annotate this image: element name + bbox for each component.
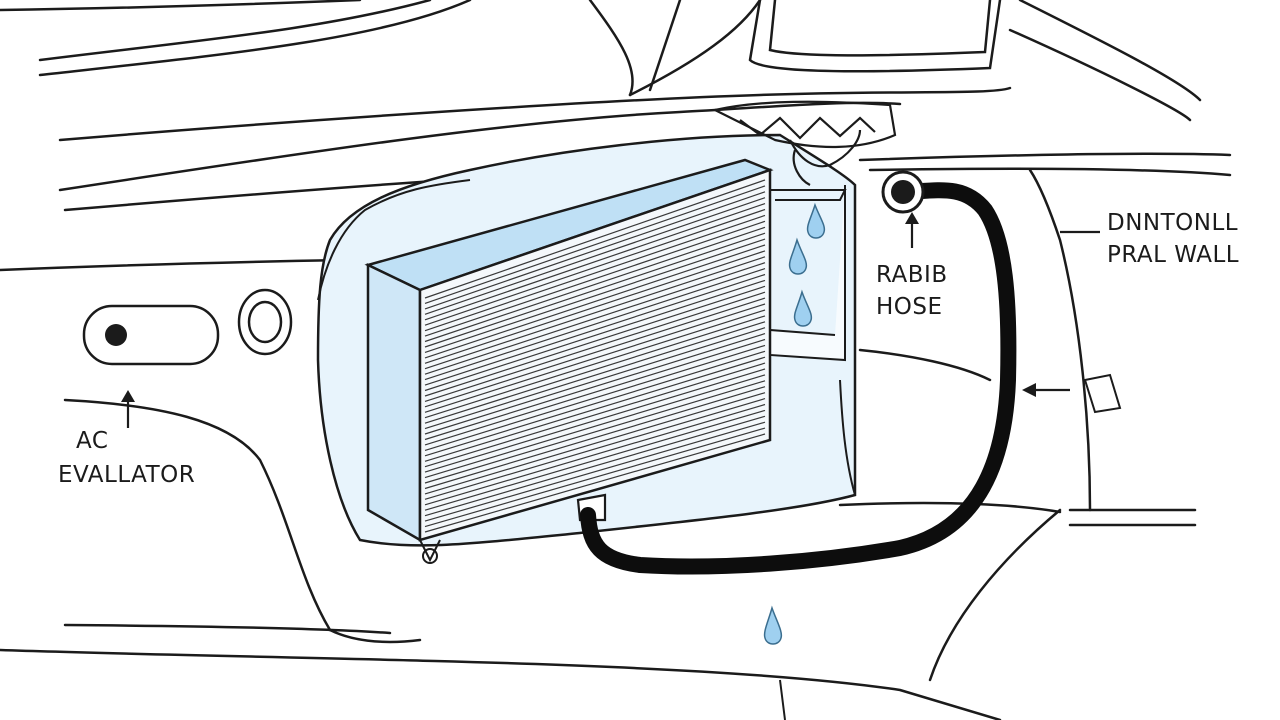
fin-line — [424, 315, 766, 424]
fin-line — [424, 203, 766, 321]
fin-line — [424, 226, 766, 343]
fin-line — [424, 291, 766, 402]
fin-line — [424, 262, 766, 375]
fin-line — [424, 244, 766, 359]
evaporator-fins — [424, 179, 766, 533]
firewall-label-line1: DNNTONLL — [1107, 210, 1239, 236]
evaporator-core — [364, 158, 774, 564]
fin-line — [424, 344, 766, 451]
water-drop-4 — [763, 605, 783, 645]
fin-line — [424, 421, 766, 522]
fin-line — [424, 327, 766, 435]
panel-tab — [1083, 373, 1122, 414]
fin-line — [424, 279, 766, 392]
fin-line — [424, 356, 766, 462]
arrow-firewall — [1022, 383, 1070, 397]
arrow-hose — [905, 212, 919, 248]
arrow-evaporator — [121, 390, 135, 428]
mount-knob — [237, 288, 293, 356]
water-drop-3 — [793, 289, 813, 327]
fin-line — [424, 256, 766, 370]
fin-line — [424, 380, 766, 484]
fin-line — [424, 338, 766, 446]
fin-line — [424, 433, 766, 533]
fin-line — [424, 208, 766, 326]
hose-label-line2: HOSE — [876, 294, 943, 320]
fin-line — [424, 250, 766, 364]
hose-label-line1: RABIB — [876, 262, 948, 288]
fin-line — [424, 427, 766, 528]
fin-line — [424, 238, 766, 353]
fin-line — [424, 398, 766, 500]
fin-line — [424, 403, 766, 506]
fin-line — [424, 232, 766, 348]
evaporator-label-line2: EVALLATOR — [58, 462, 196, 488]
blower-motor — [711, 100, 897, 186]
fin-line — [424, 197, 766, 315]
drain-hose — [580, 182, 1017, 575]
fin-line — [424, 297, 766, 408]
fin-line — [424, 321, 766, 430]
fin-line — [424, 362, 766, 468]
callout-arrows — [121, 212, 1100, 428]
fin-line — [424, 386, 766, 490]
vent-slot — [82, 304, 220, 366]
fin-line — [424, 415, 766, 517]
fin-line — [424, 374, 766, 479]
fin-line — [424, 273, 766, 386]
fin-line — [424, 303, 766, 413]
fin-line — [424, 220, 766, 337]
fin-line — [424, 350, 766, 457]
firewall-label-line2: PRAL WALL — [1107, 242, 1240, 268]
fin-line — [424, 191, 766, 310]
fin-line — [424, 409, 766, 511]
fin-line — [424, 333, 766, 441]
water-droplets — [763, 202, 826, 645]
drip-line — [779, 679, 786, 720]
fin-line — [424, 214, 766, 332]
water-drop-1 — [806, 202, 826, 239]
fin-line — [424, 392, 766, 495]
fin-line — [424, 179, 766, 299]
evaporator-label-line1: AC — [76, 428, 109, 454]
fin-line — [424, 368, 766, 473]
fin-line — [424, 185, 766, 304]
fin-line — [424, 285, 766, 397]
fin-line — [424, 309, 766, 419]
water-drop-2 — [788, 237, 808, 275]
fin-line — [424, 268, 766, 381]
firewall-grommet — [881, 170, 925, 214]
